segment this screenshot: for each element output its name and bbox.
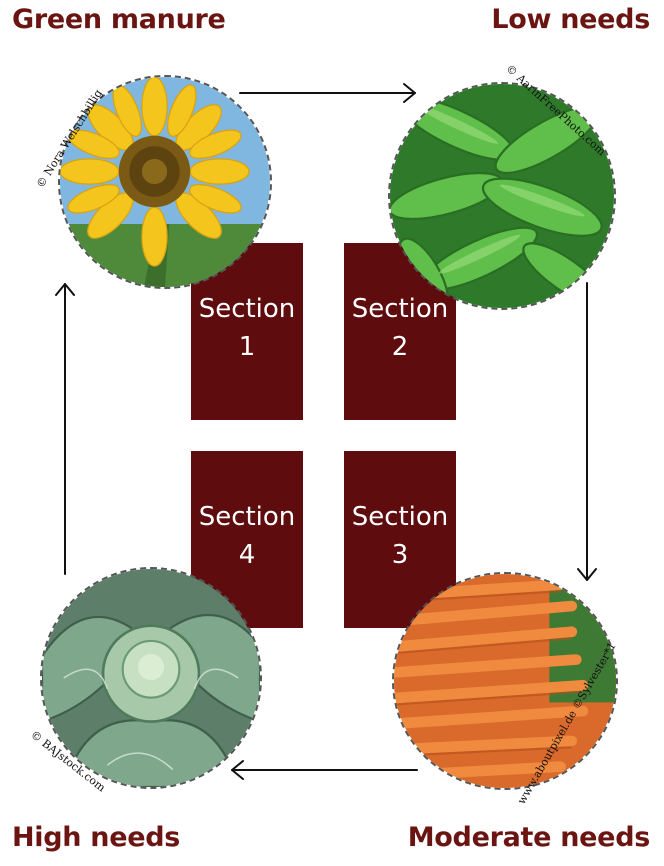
- arrow-up-left: [56, 284, 74, 574]
- arrow-right-top: [240, 84, 415, 102]
- arrow-left-bottom: [232, 761, 417, 779]
- arrow-down-right: [578, 283, 596, 580]
